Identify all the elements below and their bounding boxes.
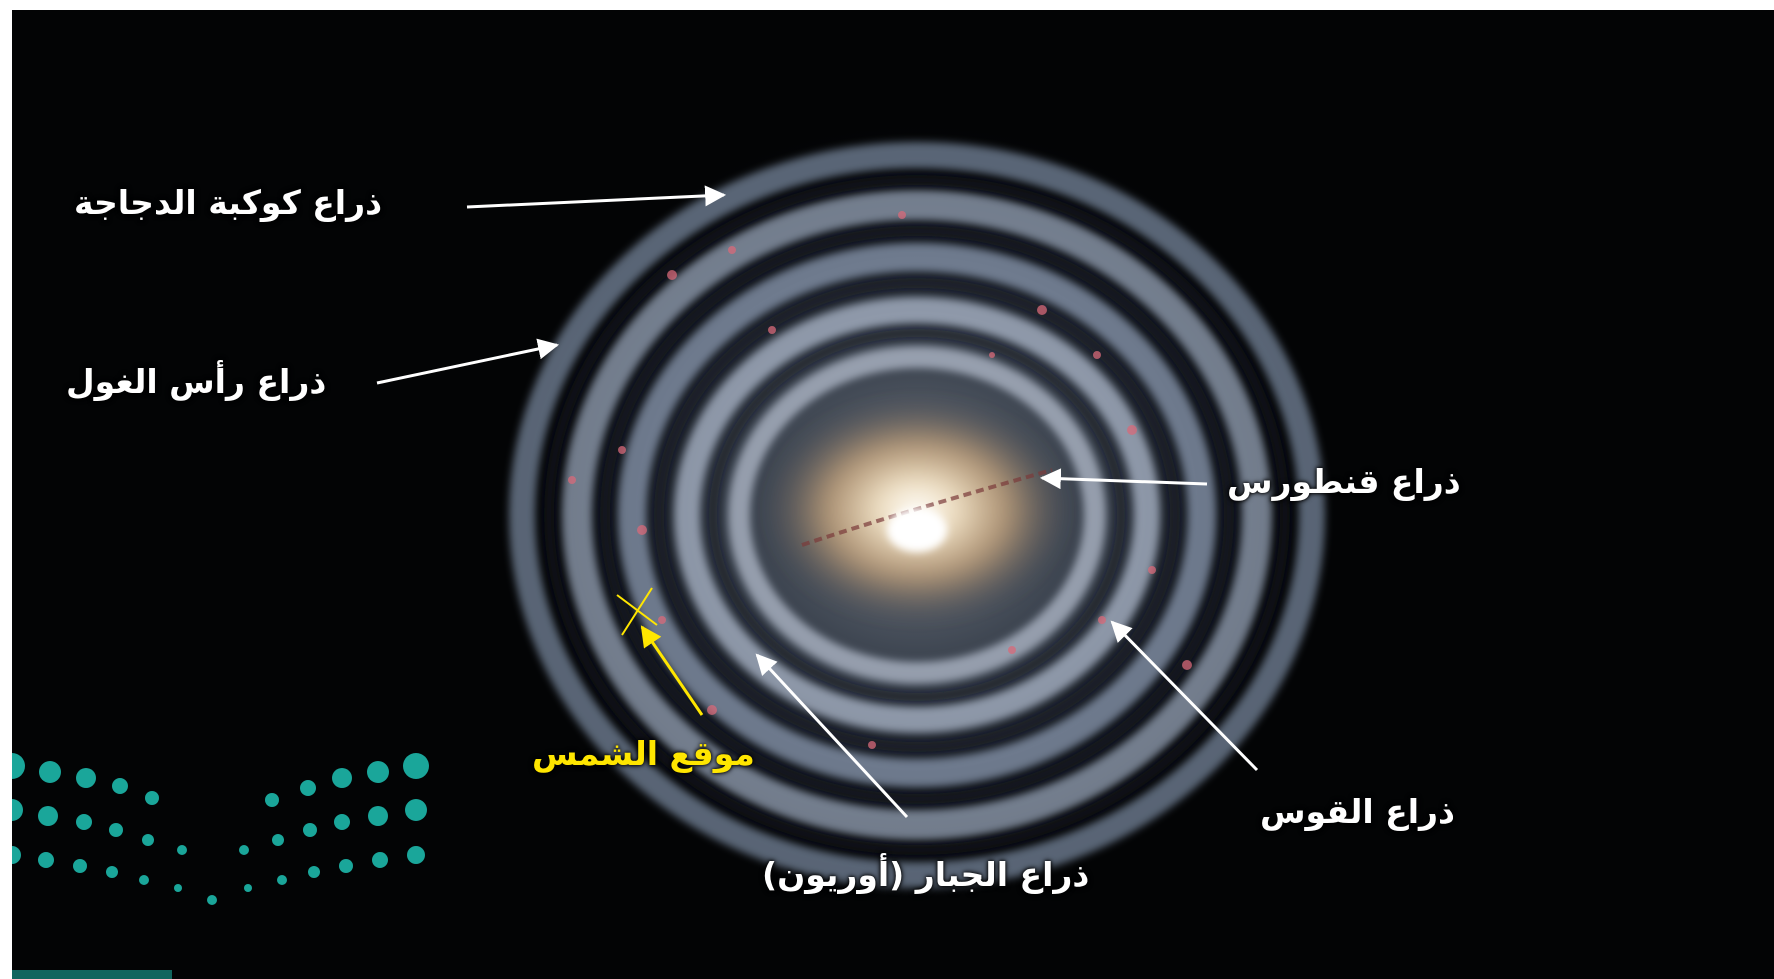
perseus-arm-label: ذراع رأس الغول: [66, 362, 327, 401]
sun-marker-icon: [616, 587, 658, 636]
cygnus-arm-arrow: [466, 185, 727, 209]
galaxy-illustration: ذراع كوكبة الدجاجة ذراع رأس الغول ذراع ق…: [12, 10, 1774, 979]
orion-arm-label: ذراع الجبار (أوريون): [762, 855, 1090, 894]
cygnus-arm-label: ذراع كوكبة الدجاجة: [74, 183, 383, 222]
ministry-logo-icon: [12, 753, 429, 979]
sagittarius-arm-label: ذراع القوس: [1260, 792, 1455, 831]
orion-arm-arrow: [755, 653, 909, 819]
sun-position-arrow: [640, 625, 704, 716]
perseus-arm-arrow: [376, 338, 560, 385]
sun-position-label: موقع الشمس: [532, 734, 755, 773]
label-arrows: [376, 185, 1259, 819]
sagittarius-arm-arrow: [1110, 620, 1259, 772]
centaurus-arm-arrow: [1039, 468, 1208, 490]
centaurus-arm-label: ذراع قنطورس: [1227, 462, 1461, 501]
spiral-arms: [509, 142, 1325, 888]
nebula-knots: [568, 211, 1192, 749]
milky-way-image: [12, 115, 1342, 979]
